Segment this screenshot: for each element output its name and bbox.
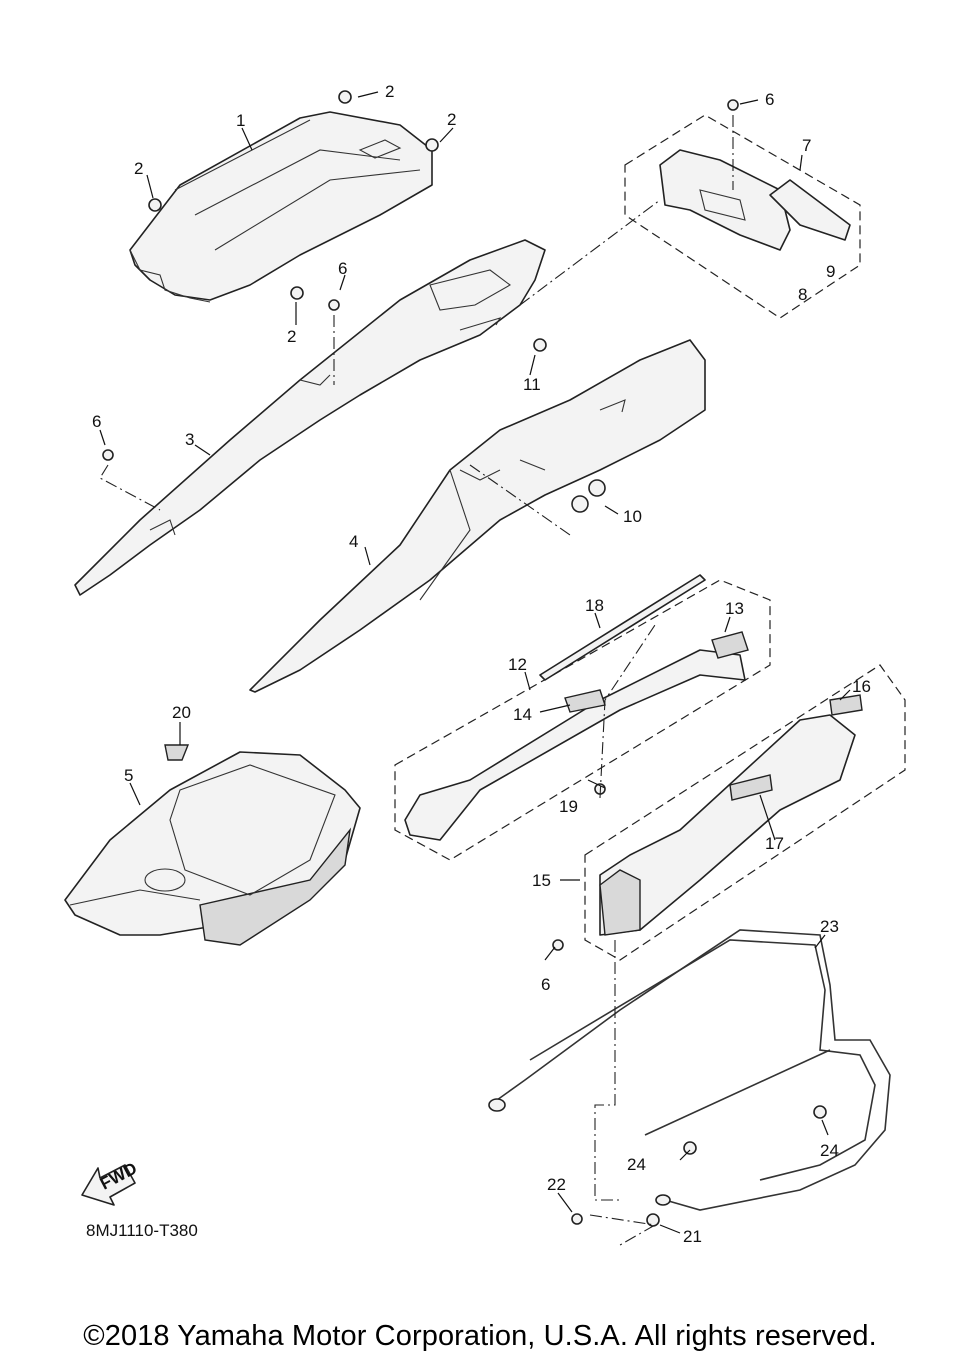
copyright-notice: ©2018 Yamaha Motor Corporation, U.S.A. A… bbox=[83, 1320, 877, 1352]
part-upper-rail-group bbox=[394, 574, 771, 861]
callout-20: 20 bbox=[172, 703, 191, 722]
fasteners bbox=[102, 90, 827, 1227]
callout-15: 15 bbox=[532, 871, 551, 890]
callout-10: 10 bbox=[623, 507, 642, 526]
part-seat-cover bbox=[129, 111, 433, 303]
callout-4: 4 bbox=[349, 532, 358, 551]
callout-6d: 6 bbox=[541, 975, 550, 994]
callout-labels: 1 2 2 2 2 3 4 5 6 6 6 6 7 8 9 10 11 12 1… bbox=[92, 82, 871, 1246]
callout-23: 23 bbox=[820, 917, 839, 936]
callout-6a: 6 bbox=[338, 259, 347, 278]
alignment-lines bbox=[99, 115, 734, 1246]
part-left-side-cover bbox=[74, 239, 546, 596]
callout-18: 18 bbox=[585, 596, 604, 615]
callout-9: 9 bbox=[826, 262, 835, 281]
callout-8: 8 bbox=[798, 285, 807, 304]
callout-11: 11 bbox=[523, 375, 541, 394]
callout-2c: 2 bbox=[134, 159, 143, 178]
callout-2a: 2 bbox=[385, 82, 394, 101]
leader-lines bbox=[99, 91, 851, 1234]
callout-24b: 24 bbox=[820, 1141, 839, 1160]
part-lower-rail-group bbox=[584, 664, 906, 961]
part-right-side-cover bbox=[249, 339, 706, 693]
callout-3: 3 bbox=[185, 430, 194, 449]
callout-14: 14 bbox=[513, 705, 532, 724]
callout-19: 19 bbox=[559, 797, 578, 816]
part-rear-bracket-assembly bbox=[624, 114, 861, 319]
part-storage-tub bbox=[64, 751, 361, 946]
part-grab-rail bbox=[488, 929, 891, 1211]
callout-7: 7 bbox=[802, 136, 811, 155]
callout-22: 22 bbox=[547, 1175, 566, 1194]
callout-5: 5 bbox=[124, 766, 133, 785]
callout-21: 21 bbox=[683, 1227, 702, 1246]
callout-6b: 6 bbox=[765, 90, 774, 109]
callout-6c: 6 bbox=[92, 412, 101, 431]
callout-13: 13 bbox=[725, 599, 744, 618]
callout-12: 12 bbox=[508, 655, 527, 674]
callout-17: 17 bbox=[765, 834, 784, 853]
diagram-code: 8MJ1110-T380 bbox=[86, 1221, 198, 1240]
callout-16: 16 bbox=[852, 677, 871, 696]
callout-1: 1 bbox=[236, 111, 245, 130]
forward-direction-arrow: FWD bbox=[81, 1159, 140, 1206]
callout-2d: 2 bbox=[287, 327, 296, 346]
callout-24a: 24 bbox=[627, 1155, 646, 1174]
callout-2b: 2 bbox=[447, 110, 456, 129]
